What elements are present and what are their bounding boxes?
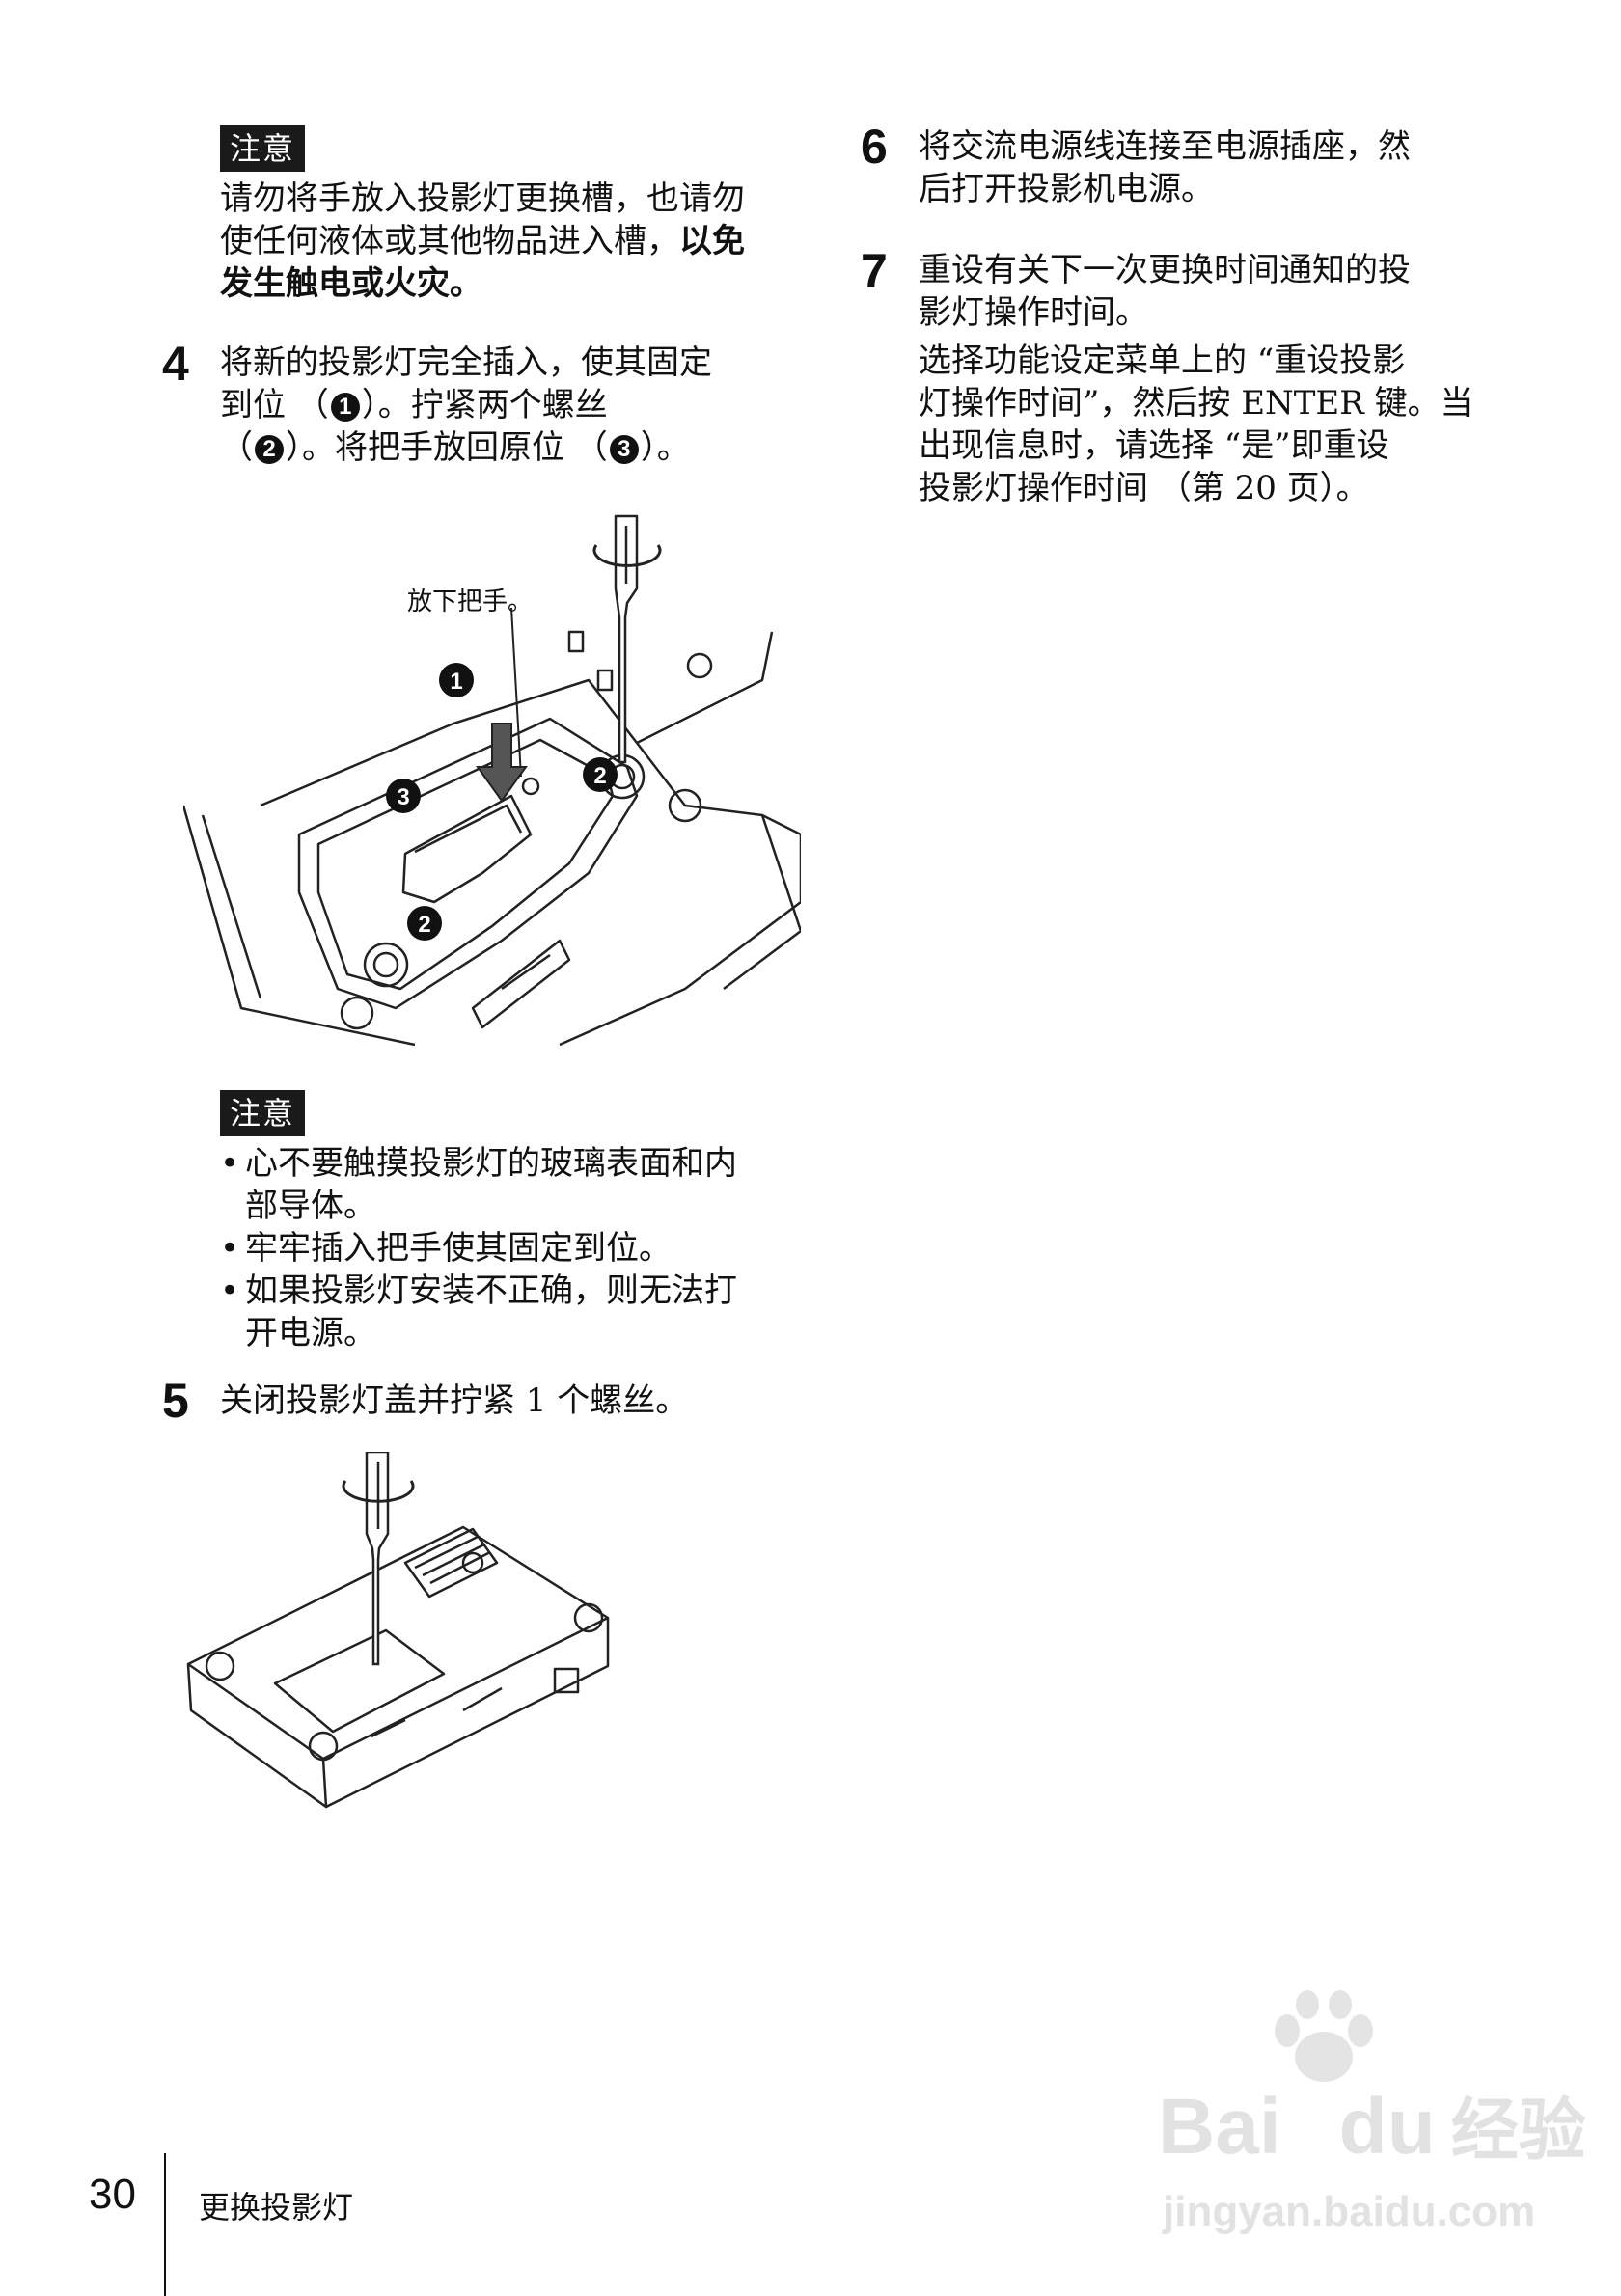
step-line: 选择功能设定菜单上的 “重设投影 (919, 342, 1406, 380)
step-number: 6 (861, 120, 888, 174)
note-badge: 注意 (220, 1090, 306, 1136)
callout-lower-handle: 放下把手。 (407, 588, 533, 616)
watermark-product: 经验 (1450, 2091, 1586, 2170)
list-item-line: 如果投影灯安装不正确，则无法打 (245, 1271, 737, 1310)
marker-3-icon: 3 (609, 435, 639, 464)
step-line: 影灯操作时间。 (919, 293, 1148, 332)
note-text: 请勿将手放入投影灯更换槽，也请勿 使任何液体或其他物品进入槽，以免 发生触电或火… (220, 178, 799, 305)
list-item-line: 开电源。 (245, 1314, 376, 1353)
figure-marker-2-lower: 2 (407, 906, 442, 941)
figure-marker-3: 3 (386, 779, 421, 813)
note-line: 使任何液体或其他物品进入槽，以免 (220, 220, 799, 262)
step-fragment: ）。拧紧两个螺丝 (361, 386, 608, 424)
step-7-text: 重设有关下一次更换时间通知的投 影灯操作时间。 选择功能设定菜单上的 “重设投影… (919, 249, 1555, 509)
step-line: 将新的投影灯完全插入，使其固定 (220, 343, 712, 382)
section-title: 更换投影灯 (199, 2189, 354, 2226)
svg-text:3: 3 (397, 784, 409, 810)
step-4-text: 将新的投影灯完全插入，使其固定 到位 （1）。拧紧两个螺丝 （2）。将把手放回原… (220, 342, 818, 469)
projector-cover-illustration (186, 1452, 610, 1809)
step-line: 后打开投影机电源。 (919, 170, 1214, 208)
step-number: 4 (162, 337, 189, 391)
page-number: 30 (89, 2171, 136, 2218)
lamp-install-illustration: 放下把手。 1 2 3 2 (183, 514, 801, 1047)
step-fragment: 到位 （ (220, 386, 329, 424)
figure-marker-1: 1 (439, 663, 474, 697)
marker-2-icon: 2 (255, 435, 284, 464)
list-item-line: 部导体。 (245, 1187, 376, 1225)
step-fragment: （ (220, 428, 253, 467)
note-bold: 以免 (679, 222, 745, 260)
list-item-line: 牢牢插入把手使其固定到位。 (245, 1229, 672, 1268)
list-item-line: 心不要触摸投影灯的玻璃表面和内 (245, 1144, 737, 1183)
step-line: 将交流电源线连接至电源插座，然 (919, 127, 1411, 166)
step-line: （2）。将把手放回原位 （3）。 (220, 426, 818, 469)
step-fragment: ）。 (640, 428, 690, 467)
step-line: 出现信息时，请选择 “是”即重设 (919, 426, 1389, 465)
figure-marker-2-upper: 2 (583, 757, 618, 792)
list-item: 牢牢插入把手使其固定到位。 (220, 1227, 799, 1270)
step-number: 7 (861, 244, 888, 298)
marker-1-icon: 1 (330, 393, 360, 422)
note-line: 请勿将手放入投影灯更换槽，也请勿 (220, 179, 745, 218)
watermark-brand-text: du (1338, 2083, 1436, 2171)
step-line: 到位 （1）。拧紧两个螺丝 (220, 384, 818, 426)
watermark-brand-text: Bai (1158, 2083, 1281, 2171)
note-bold-line: 发生触电或火灾。 (220, 264, 482, 303)
svg-text:2: 2 (593, 763, 606, 789)
watermark-url: jingyan.baidu.com (1163, 2188, 1536, 2235)
step-line: 重设有关下一次更换时间通知的投 (919, 251, 1411, 289)
step-fragment: ）。将把手放回原位 （ (286, 428, 608, 467)
step-6-text: 将交流电源线连接至电源插座，然 后打开投影机电源。 (919, 125, 1536, 210)
svg-text:1: 1 (450, 669, 462, 695)
svg-text:2: 2 (418, 912, 430, 938)
footer-divider (164, 2153, 166, 2296)
step-line: 投影灯操作时间 （第 20 页）。 (919, 469, 1369, 507)
note-badge: 注意 (220, 125, 306, 172)
step-line: 灯操作时间”，然后按 ENTER 键。当 (919, 384, 1473, 423)
step-5-text: 关闭投影灯盖并拧紧 1 个螺丝。 (220, 1381, 689, 1420)
baidu-paw-logo (1275, 1990, 1373, 2082)
note-fragment: 使任何液体或其他物品进入槽， (220, 222, 679, 260)
step-number: 5 (162, 1374, 189, 1428)
